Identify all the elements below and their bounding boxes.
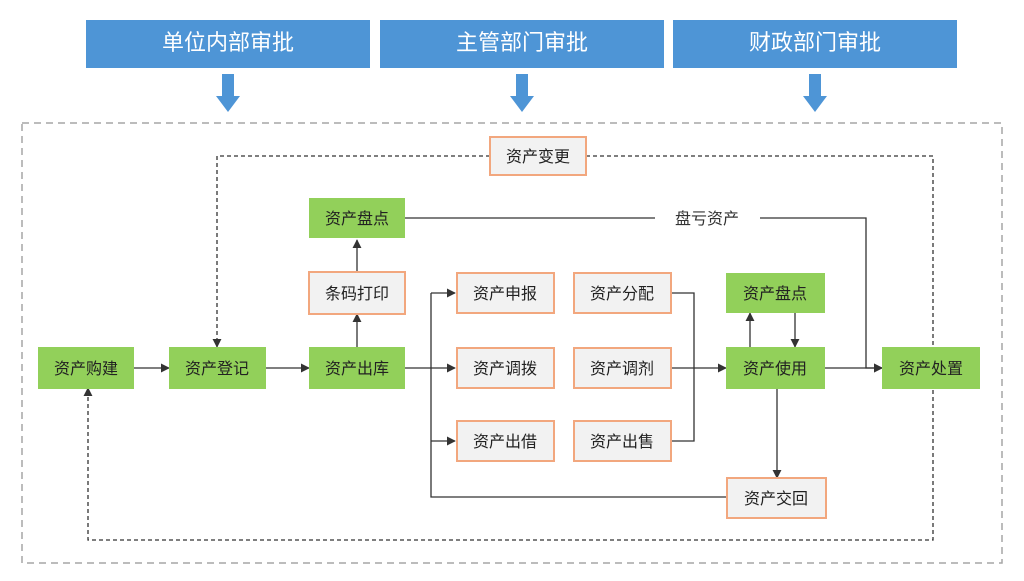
node-sell[interactable]: 资产出售 [573,420,672,462]
change-loop-line [212,155,490,348]
node-sell-label: 资产出售 [590,432,654,451]
node-barcode-label: 条码打印 [325,284,389,303]
header-supervisor-approval: 主管部门审批 [380,20,664,68]
node-inventory-right[interactable]: 资产盘点 [726,273,825,313]
node-register[interactable]: 资产登记 [169,347,266,389]
node-lend-label: 资产出借 [473,432,537,451]
down-arrow-icon-2 [510,74,534,112]
node-change[interactable]: 资产变更 [489,136,587,176]
edge-allocate-merge [671,292,695,442]
node-declare-label: 资产申报 [473,284,537,303]
node-dispose[interactable]: 资产处置 [882,347,980,389]
down-arrow-icon-3 [803,74,827,112]
node-purchase[interactable]: 资产购建 [38,347,134,389]
node-adjust-label: 资产调剂 [590,359,654,378]
header-finance-approval: 财政部门审批 [673,20,957,68]
loss-label: 盘亏资产 [675,209,739,228]
node-change-label: 资产变更 [506,147,570,166]
node-return-label: 资产交回 [744,489,808,508]
node-inventory-top[interactable]: 资产盘点 [309,198,405,238]
node-purchase-label: 资产购建 [54,359,118,378]
node-declare[interactable]: 资产申报 [456,272,555,314]
node-register-label: 资产登记 [185,359,249,378]
node-lend[interactable]: 资产出借 [456,420,555,462]
change-loop-line-right [83,155,934,541]
node-outbound[interactable]: 资产出库 [309,347,405,389]
node-inventory-right-label: 资产盘点 [743,284,807,303]
branch-vertical [430,293,727,498]
node-return[interactable]: 资产交回 [726,477,827,519]
node-transfer-label: 资产调拨 [473,359,537,378]
node-inventory-top-label: 资产盘点 [325,209,389,228]
node-allocate[interactable]: 资产分配 [573,272,672,314]
node-adjust[interactable]: 资产调剂 [573,347,672,389]
node-dispose-label: 资产处置 [899,359,963,378]
down-arrow-icon-1 [216,74,240,112]
node-use-label: 资产使用 [743,359,807,378]
node-outbound-label: 资产出库 [325,359,389,378]
node-barcode[interactable]: 条码打印 [308,271,406,315]
node-transfer[interactable]: 资产调拨 [456,347,555,389]
outer-dashed-container [21,122,1003,564]
header-unit-internal-approval: 单位内部审批 [86,20,370,68]
node-allocate-label: 资产分配 [590,284,654,303]
node-use[interactable]: 资产使用 [726,347,825,389]
